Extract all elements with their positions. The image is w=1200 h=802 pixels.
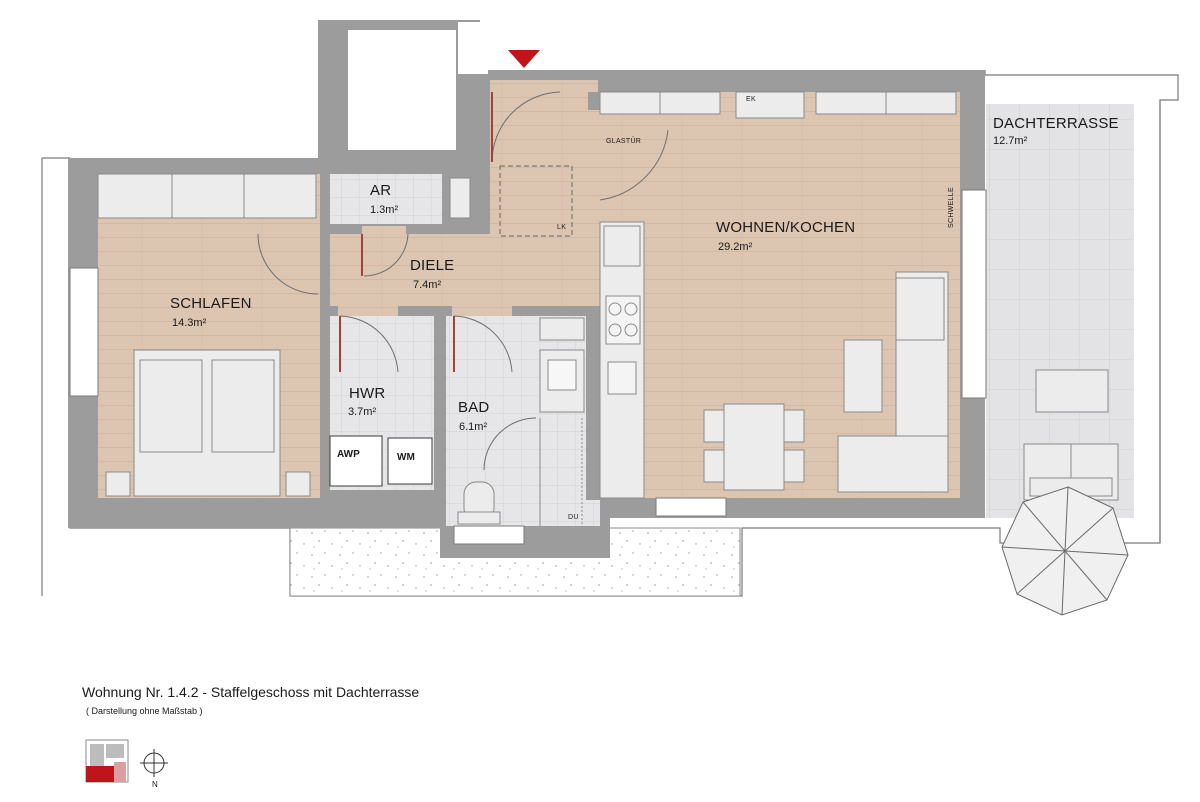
bedroom-furniture (97, 173, 317, 497)
kitchen-counter (599, 221, 645, 499)
key-plan-icon (85, 739, 129, 783)
upper-cabinets (599, 91, 957, 119)
hwr-appliances (329, 435, 433, 487)
ar-storage (449, 177, 471, 219)
room-area-terrasse: 12.7m² (993, 135, 1028, 147)
umbrella (1001, 486, 1129, 616)
label-du: DU (568, 514, 579, 521)
bath-fixtures (457, 317, 585, 526)
floor-entry (490, 80, 598, 306)
plan-title: Wohnung Nr. 1.4.2 - Staffelgeschoss mit … (82, 684, 420, 700)
floor-ar (330, 174, 442, 224)
north-label: N (152, 780, 158, 789)
door-leaves (339, 92, 493, 372)
label-schwelle: SCHWELLE (948, 187, 955, 228)
roof-outline-inner (41, 100, 1161, 596)
living-furniture (703, 271, 949, 493)
room-name-diele: DIELE (410, 257, 455, 274)
room-name-bad: BAD (458, 399, 490, 416)
room-area-diele: 7.4m² (413, 279, 442, 291)
entry-marker (508, 50, 540, 68)
room-name-wohnen: WOHNEN/KOCHEN (716, 219, 856, 236)
lk-outline (499, 165, 573, 237)
room-name-hwr: HWR (349, 385, 386, 402)
label-awp: AWP (337, 449, 360, 460)
north-arrow-icon (140, 749, 168, 777)
room-area-bad: 6.1m² (459, 421, 488, 433)
label-wm: WM (397, 452, 415, 463)
room-area-wohnen: 29.2m² (718, 241, 753, 253)
room-name-ar: AR (370, 182, 392, 199)
label-glastuer: GLASTÜR (606, 138, 642, 145)
plan-subtitle: ( Darstellung ohne Maßstab ) (86, 706, 203, 716)
stair-shaft (346, 30, 458, 158)
room-area-hwr: 3.7m² (348, 406, 377, 418)
room-area-schlafen: 14.3m² (172, 317, 207, 329)
room-name-terrasse: DACHTERRASSE (993, 115, 1119, 132)
label-lk: LK (557, 224, 567, 231)
room-name-schlafen: SCHLAFEN (170, 295, 252, 312)
door-swings (257, 91, 669, 471)
label-ek: EK (746, 96, 756, 103)
windows (69, 189, 987, 545)
room-area-ar: 1.3m² (370, 204, 399, 216)
